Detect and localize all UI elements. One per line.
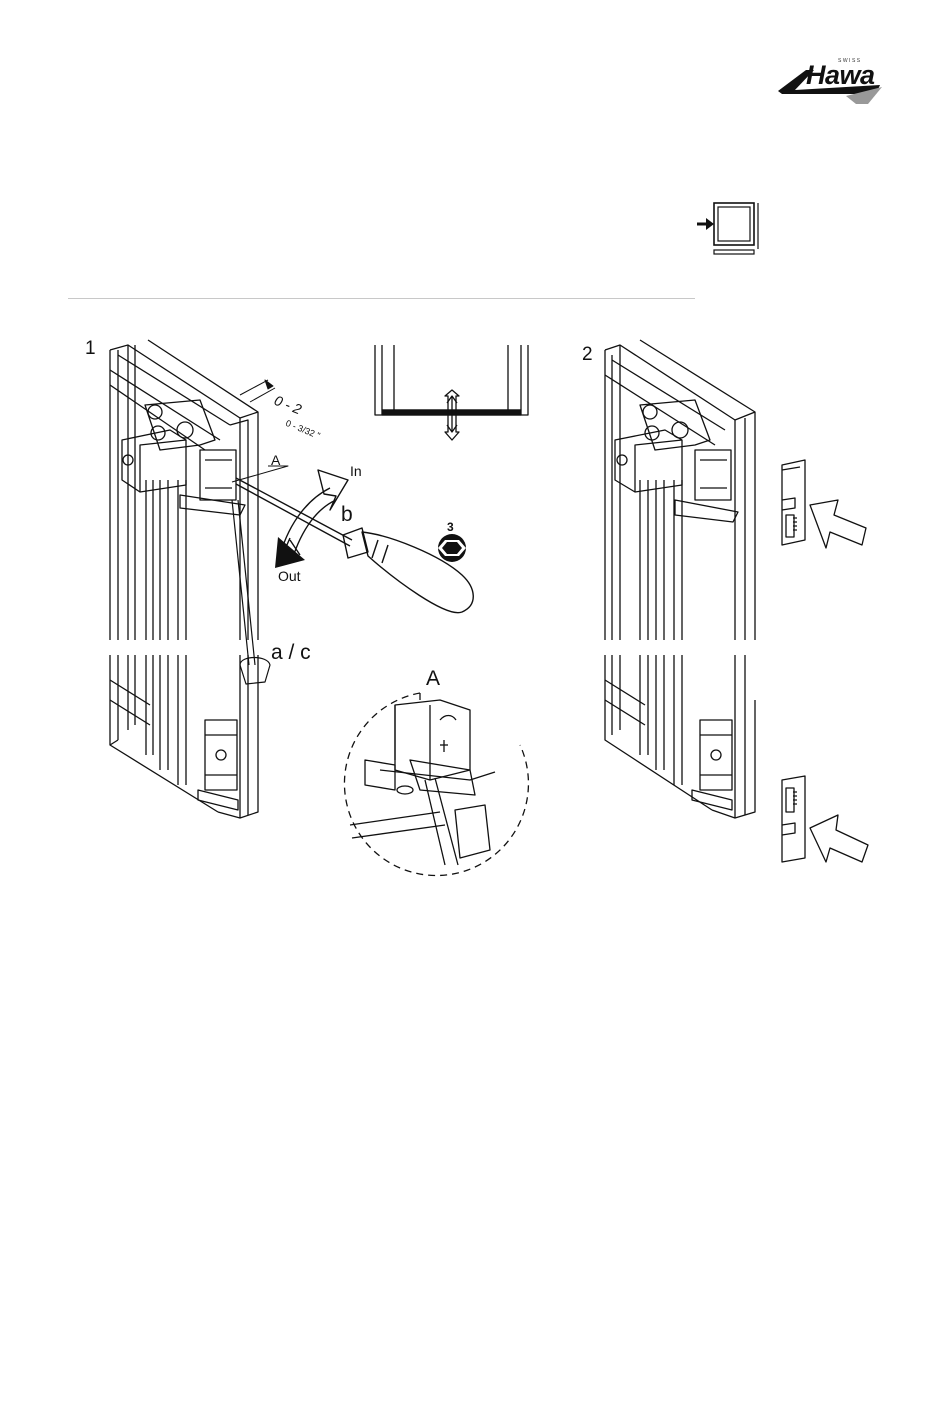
pointer-label-a: A [271,452,280,468]
detail-a-circle [344,693,528,876]
step-number-1: 1 [85,338,96,360]
push-arrow-bottom [810,815,868,862]
figure1-screwdriver-long [232,500,270,684]
label-b: b [341,503,353,527]
hex-key-size: 3 [447,520,454,534]
end-cap-bottom [782,776,805,862]
detail-label-a: A [426,667,440,691]
label-out: Out [278,568,301,584]
figure1-screwdriver [236,478,473,613]
dimension-mark [240,380,275,402]
label-in: In [350,463,362,479]
step-number-2: 2 [582,344,593,366]
door-bottom-detail [375,345,528,440]
figure2-door-frame [605,340,755,818]
arrow-out-head [275,537,305,568]
label-a-c: a / c [271,641,311,665]
figure1-door-frame [110,340,258,818]
push-arrow-top [810,500,866,548]
end-cap-top [782,460,805,545]
